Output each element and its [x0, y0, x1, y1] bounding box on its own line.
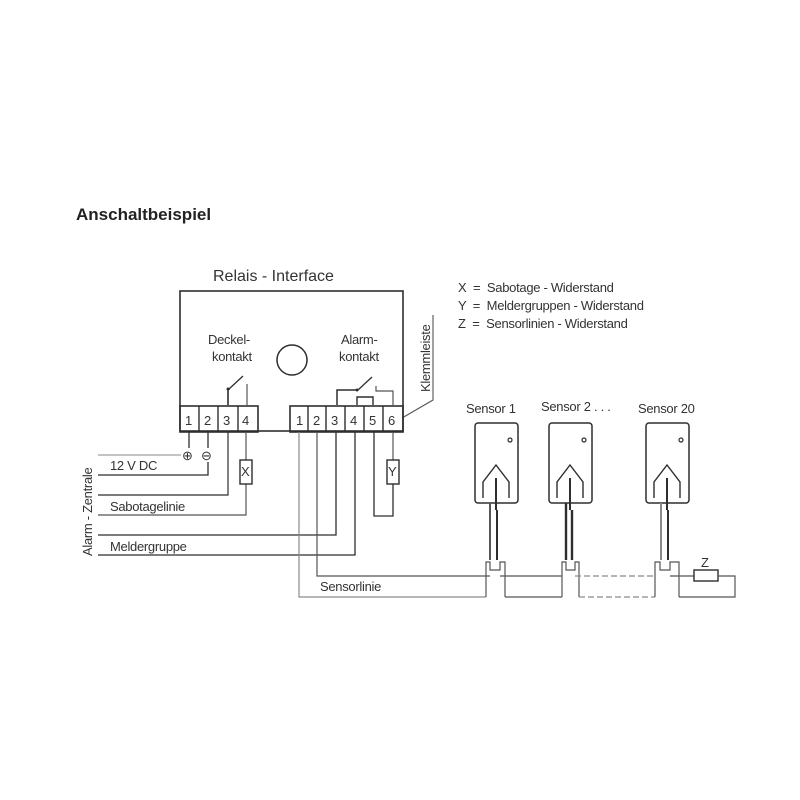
resistor-y-label: Y [388, 464, 397, 479]
right-terminal-2: 2 [313, 413, 320, 428]
meldergruppe-wire-a [98, 432, 337, 536]
voltage-label: 12 V DC [110, 458, 157, 473]
meldergruppe-wire-b [98, 432, 356, 556]
sensor-20: Sensor 20 [638, 401, 695, 597]
y-loop-wire [373, 432, 394, 517]
legend-z: Z = Sensorlinien - Widerstand [458, 316, 628, 331]
indicator-circle-icon [276, 344, 308, 376]
sensorline-wire-a [316, 432, 490, 577]
klemmleiste-pointer [401, 315, 434, 419]
deckel-switch-icon [226, 375, 248, 405]
legend-x: X = Sabotage - Widerstand [458, 280, 614, 295]
right-terminal-6: 6 [388, 413, 395, 428]
sensor-2: Sensor 2 . . . [541, 399, 611, 597]
right-terminal-4: 4 [350, 413, 357, 428]
interface-title: Relais - Interface [213, 268, 334, 285]
left-terminal-4: 4 [242, 413, 249, 428]
alarm-zentrale-label: Alarm - Zentrale [80, 468, 95, 556]
resistor-z-label: Z [701, 555, 709, 570]
alarm-label-1: Alarm- [341, 332, 377, 347]
sensor-1-label: Sensor 1 [466, 401, 516, 416]
meldergruppe-label: Meldergruppe [110, 539, 187, 554]
left-terminal-1: 1 [185, 413, 192, 428]
sabotage-wire-a [98, 432, 229, 496]
left-terminal-3: 3 [223, 413, 230, 428]
resistor-x-label: X [241, 464, 250, 479]
legend-y: Y = Meldergruppen - Widerstand [458, 298, 644, 313]
right-terminal-1: 1 [296, 413, 303, 428]
right-terminal-block: 1 2 3 4 5 6 [289, 405, 404, 433]
minus-terminal-icon: ⊖ [201, 448, 212, 463]
left-terminal-2: 2 [204, 413, 211, 428]
alarm-label-2: kontakt [339, 349, 380, 364]
resistor-y-icon [386, 459, 400, 485]
sensor-1: Sensor 1 [466, 401, 519, 597]
resistor-z-icon [693, 569, 719, 582]
sensorlinie-label: Sensorlinie [320, 579, 381, 594]
sensorline-wire-b [298, 432, 486, 598]
deckel-label-1: Deckel- [208, 332, 250, 347]
minus-wire [98, 462, 209, 476]
relais-interface-box [179, 290, 404, 432]
plus-terminal-icon: ⊕ [182, 448, 193, 463]
sabotage-label: Sabotagelinie [110, 499, 185, 514]
sabotage-wire-b [98, 484, 247, 516]
sensor-2-label: Sensor 2 . . . [541, 399, 611, 414]
deckel-label-2: kontakt [212, 349, 253, 364]
diagram-title: Anschaltbeispiel [76, 205, 211, 224]
legend: X = Sabotage - Widerstand Y = Meldergrup… [458, 280, 644, 331]
right-terminal-3: 3 [331, 413, 338, 428]
left-terminal-block: 1 2 3 4 [179, 405, 259, 433]
alarm-switch-icon [336, 376, 394, 405]
resistor-x-icon [239, 459, 253, 485]
right-terminal-5: 5 [369, 413, 376, 428]
klemmleiste-label: Klemmleiste [418, 324, 433, 392]
sensor-20-label: Sensor 20 [638, 401, 695, 416]
